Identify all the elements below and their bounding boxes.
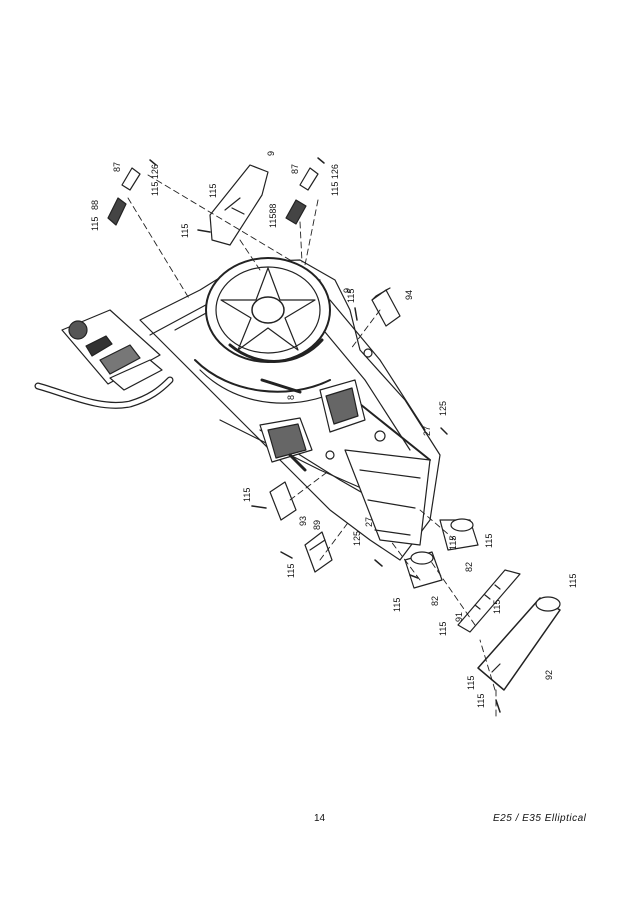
callout-115-e: 115	[242, 488, 252, 502]
callout-115-126-a: 115 126	[150, 164, 160, 196]
part-91-rail	[457, 569, 521, 633]
handlebar-arm	[34, 376, 174, 409]
flywheel	[205, 257, 331, 363]
callout-115-a: 115	[90, 217, 100, 231]
callout-82-b: 82	[430, 596, 440, 606]
callout-115-m: 115	[476, 694, 486, 708]
part-94-block	[371, 287, 401, 327]
callout-115-n: 115	[568, 574, 578, 588]
callout-93: 93	[298, 516, 308, 526]
callout-27-a: 27	[422, 426, 432, 436]
callout-27-b: 27	[364, 517, 374, 527]
callout-labels: 115 88 87 115 126 9 115 115 11588 87 115…	[90, 151, 578, 708]
callout-8: 8	[286, 395, 296, 400]
page-number: 14	[314, 813, 326, 824]
pedal-right	[319, 379, 366, 433]
console	[61, 309, 163, 391]
callout-87-a: 87	[112, 162, 122, 172]
base-rail	[325, 348, 431, 546]
assembly-lines	[127, 174, 497, 721]
callout-115-c: 115	[180, 224, 190, 238]
callout-82-a: 82	[464, 562, 474, 572]
part-93-bracket	[269, 481, 297, 521]
callout-115-g: 115	[448, 536, 458, 550]
bracket-88-left	[107, 197, 127, 226]
callout-115-k: 115	[492, 600, 502, 614]
callout-92: 92	[544, 670, 554, 680]
callout-9-a: 9	[266, 151, 276, 156]
document-title: E25 / E35 Elliptical	[493, 813, 587, 824]
callout-125-a: 125	[438, 401, 448, 416]
callout-115-i: 115	[392, 598, 402, 612]
bracket-88-right	[285, 199, 307, 225]
part-9-cover	[209, 164, 269, 246]
callout-115-88-b: 11588	[268, 204, 278, 228]
screws	[149, 157, 501, 713]
pedal-left	[259, 417, 313, 472]
callout-115-h: 115	[484, 534, 494, 548]
callout-115-f: 115	[286, 564, 296, 578]
callout-87-b: 87	[290, 164, 300, 174]
bracket-87-right	[299, 167, 319, 191]
part-92-cover	[477, 596, 561, 691]
bracket-87-left	[121, 167, 141, 191]
callout-115-b: 115	[208, 184, 218, 198]
part-82-cap-a	[439, 518, 479, 551]
callout-115-l: 115	[466, 676, 476, 690]
part-89	[304, 531, 333, 573]
callout-115-j: 115	[438, 622, 448, 636]
callout-115-d: 115	[346, 289, 356, 303]
callout-9-b: 9	[342, 288, 352, 293]
part-82-cap-b	[404, 551, 443, 589]
callout-125-b: 125	[352, 531, 362, 546]
callout-94: 94	[404, 290, 414, 300]
callout-91: 91	[454, 612, 464, 622]
callout-88-a: 88	[90, 200, 100, 210]
callout-89: 89	[312, 520, 322, 530]
callout-115-126-b: 115 126	[330, 164, 340, 196]
